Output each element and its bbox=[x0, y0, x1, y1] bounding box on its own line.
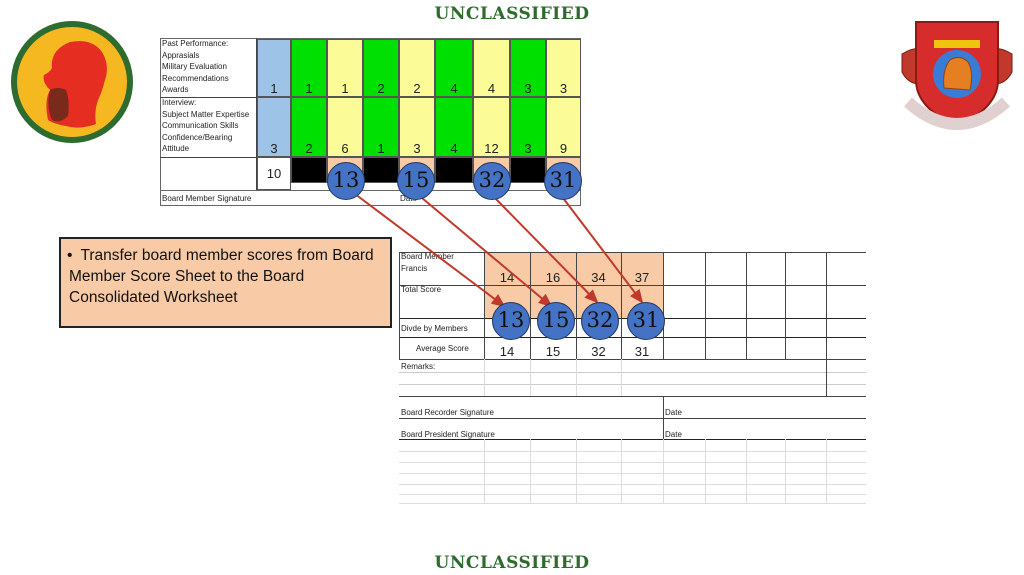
score-value: 1 bbox=[341, 81, 349, 96]
score-value: 1 bbox=[270, 81, 278, 96]
average-score: 15 bbox=[545, 344, 561, 359]
board-member-heading: Board Member bbox=[401, 252, 454, 261]
score-cell bbox=[363, 97, 399, 157]
blackout-cell bbox=[435, 157, 473, 183]
blackout-cell bbox=[291, 157, 327, 183]
total-cell bbox=[257, 157, 291, 190]
score-value: 1 bbox=[377, 141, 385, 156]
member-score: 16 bbox=[545, 270, 561, 285]
total-circle: 13 bbox=[327, 162, 365, 200]
score-cell bbox=[399, 97, 435, 157]
board-member-name: Francis bbox=[401, 263, 428, 273]
total-circle: 32 bbox=[473, 162, 511, 200]
score-cell bbox=[257, 97, 291, 157]
bullet-icon: • bbox=[67, 247, 73, 264]
score-cell bbox=[473, 97, 510, 157]
pp-line: Awards bbox=[162, 85, 189, 94]
pp-line: Past Performance: bbox=[162, 39, 229, 48]
total-value: 10 bbox=[266, 166, 282, 181]
classification-banner-bottom: UNCLASSIFIED bbox=[434, 553, 590, 573]
total-score-circle: 15 bbox=[537, 302, 575, 340]
average-score: 32 bbox=[591, 344, 606, 359]
score-cell bbox=[435, 97, 473, 157]
total-score-circle: 31 bbox=[627, 302, 665, 340]
transfer-arrow bbox=[354, 193, 506, 308]
unit-logo-left bbox=[11, 21, 133, 143]
score-value: 4 bbox=[450, 141, 458, 156]
iv-line: Communication Skills bbox=[162, 121, 239, 130]
score-value: 3 bbox=[559, 81, 568, 96]
score-value: 2 bbox=[305, 141, 313, 156]
board-recorder-signature-label: Board Recorder Signature bbox=[401, 408, 494, 417]
transfer-arrow bbox=[421, 197, 553, 308]
member-score: 34 bbox=[591, 270, 606, 285]
member-score: 14 bbox=[499, 270, 515, 285]
score-cell bbox=[363, 39, 399, 97]
instruction-callout: •Transfer board member scores from Board… bbox=[59, 237, 392, 328]
past-performance-label: Past Performance: Apprasials Military Ev… bbox=[162, 38, 256, 96]
score-value: 12 bbox=[484, 141, 499, 156]
board-member-label: Board Member Francis bbox=[401, 251, 454, 274]
president-date-label: Date bbox=[665, 430, 682, 439]
score-value: 4 bbox=[487, 81, 496, 96]
board-member-signature-label: Board Member Signature bbox=[162, 194, 252, 203]
score-value: 3 bbox=[524, 81, 532, 96]
classification-banner-top: UNCLASSIFIED bbox=[434, 4, 590, 24]
transfer-arrow bbox=[494, 197, 599, 304]
total-score-circle: 32 bbox=[581, 302, 619, 340]
average-score: 14 bbox=[499, 344, 515, 359]
iv-line: Interview: bbox=[162, 98, 197, 107]
score-cell bbox=[327, 39, 363, 97]
score-cell bbox=[291, 97, 327, 157]
total-circle: 15 bbox=[397, 162, 435, 200]
score-value: 1 bbox=[305, 81, 313, 96]
unit-logo-right bbox=[901, 21, 1013, 130]
iv-line: Attitude bbox=[162, 144, 190, 153]
score-cell bbox=[473, 39, 510, 97]
pp-line: Apprasials bbox=[162, 50, 200, 60]
score-value: 3 bbox=[413, 141, 421, 156]
total-score-circle: 13 bbox=[492, 302, 530, 340]
total-score-label: Total Score bbox=[401, 285, 442, 294]
score-cell bbox=[546, 97, 581, 157]
blackout-cell bbox=[510, 157, 546, 183]
score-cell bbox=[291, 39, 327, 97]
score-cell bbox=[257, 39, 291, 97]
average-score-label: Average Score bbox=[416, 344, 469, 353]
blackout-cell bbox=[363, 157, 399, 183]
interview-label: Interview: Subject Matter Expertise Comm… bbox=[162, 97, 256, 155]
score-cell bbox=[399, 39, 435, 97]
score-value: 2 bbox=[377, 81, 385, 96]
score-cell bbox=[510, 39, 546, 97]
score-value: 6 bbox=[341, 141, 349, 156]
iv-line: Subject Matter Expertise bbox=[162, 109, 250, 119]
member-score: 37 bbox=[634, 270, 650, 285]
score-value: 4 bbox=[450, 81, 458, 96]
score-cell bbox=[510, 97, 546, 157]
score-value: 9 bbox=[559, 141, 568, 156]
score-cell bbox=[546, 39, 581, 97]
score-value: 3 bbox=[270, 141, 278, 156]
total-circle: 31 bbox=[544, 162, 582, 200]
iv-line: Confidence/Bearing bbox=[162, 132, 233, 142]
score-cell bbox=[435, 39, 473, 97]
callout-text: Transfer board member scores from Board … bbox=[69, 247, 374, 306]
board-president-signature-label: Board President Signature bbox=[401, 430, 495, 439]
recorder-date-label: Date bbox=[665, 408, 682, 417]
divide-by-members-label: Divde by Members bbox=[401, 324, 468, 333]
remarks-label: Remarks: bbox=[401, 362, 436, 371]
score-value: 3 bbox=[524, 141, 532, 156]
average-score: 31 bbox=[634, 344, 650, 359]
transfer-arrow bbox=[559, 193, 644, 304]
score-cell bbox=[327, 97, 363, 157]
score-value: 2 bbox=[413, 81, 421, 96]
pp-line: Recommendations bbox=[162, 73, 229, 83]
pp-line: Military Evaluation bbox=[162, 62, 227, 71]
